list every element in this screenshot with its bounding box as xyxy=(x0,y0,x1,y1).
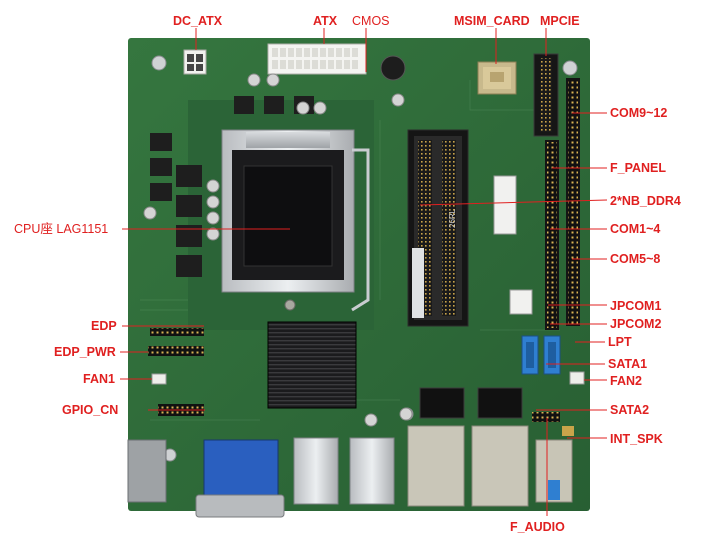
label-dc-atx: DC_ATX xyxy=(173,14,223,28)
pcb-stickers xyxy=(493,175,533,315)
io-rj45-left xyxy=(127,439,167,503)
label-cpu-socket: CPU座 LAG1151 xyxy=(14,222,109,236)
io-usb-left xyxy=(293,437,339,505)
label-sata1: SATA1 xyxy=(608,357,648,371)
atx-connector xyxy=(267,43,367,75)
label-msim-card: MSIM_CARD xyxy=(454,14,530,28)
label-com1-4: COM1~4 xyxy=(610,222,661,236)
label-f-audio: F_AUDIO xyxy=(510,520,565,534)
io-rj45-2 xyxy=(471,425,529,507)
label-fan1: FAN1 xyxy=(83,372,115,386)
label-sata2: SATA2 xyxy=(610,403,650,417)
cpu-socket xyxy=(188,100,374,330)
io-panel xyxy=(127,425,573,518)
leader-nb-ddr4 xyxy=(419,199,608,206)
cmos-battery xyxy=(380,55,406,81)
label-lpt: LPT xyxy=(608,335,632,349)
label-com9-12: COM9~12 xyxy=(610,106,668,120)
label-jpcom1: JPCOM1 xyxy=(610,299,662,313)
ddr4-slots: 26RL xyxy=(407,129,469,327)
label-edp-pwr: EDP_PWR xyxy=(54,345,116,359)
label-f-panel: F_PANEL xyxy=(610,161,667,175)
lan-chips xyxy=(419,387,574,436)
msim-card-slot xyxy=(477,61,517,95)
mounting-hole xyxy=(562,60,578,76)
leader-lines xyxy=(120,28,608,516)
mounting-hole xyxy=(151,55,167,71)
label-cmos: CMOS xyxy=(352,14,390,28)
chipset-heatsink xyxy=(267,321,357,409)
io-rj45-1 xyxy=(407,425,465,507)
vrm-chokes xyxy=(150,96,314,277)
label-edp: EDP xyxy=(91,319,117,333)
label-fan2: FAN2 xyxy=(610,374,642,388)
label-com5-8: COM5~8 xyxy=(610,252,661,266)
io-usb-right xyxy=(349,437,395,505)
label-gpio-cn: GPIO_CN xyxy=(62,403,119,417)
capacitors xyxy=(143,73,413,427)
right-header-column xyxy=(545,78,580,330)
dimm-label: 26RL xyxy=(448,208,457,228)
io-vga-port xyxy=(203,439,279,501)
label-jpcom2: JPCOM2 xyxy=(610,317,662,331)
label-atx: ATX xyxy=(313,14,338,28)
dc-atx-connector xyxy=(183,49,207,75)
label-mpcie: MPCIE xyxy=(540,14,580,28)
label-nb-ddr4: 2*NB_DDR4 xyxy=(610,194,681,208)
label-int-spk: INT_SPK xyxy=(610,432,663,446)
mpcie-slot xyxy=(533,53,559,137)
